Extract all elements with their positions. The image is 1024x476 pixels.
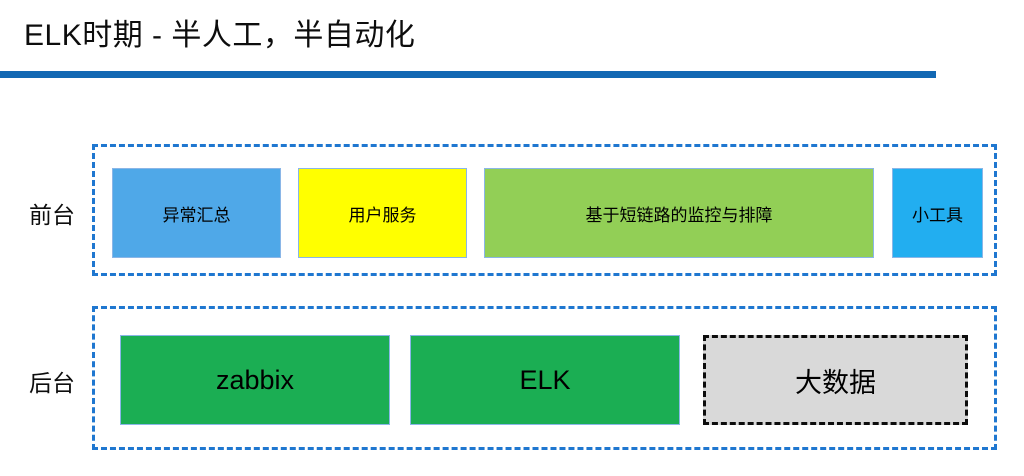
card-elk[interactable]: ELK: [410, 335, 680, 425]
card-zabbix[interactable]: zabbix: [120, 335, 390, 425]
row-label-backstage: 后台: [29, 370, 75, 396]
page-title: ELK时期 - 半人工，半自动化: [24, 19, 416, 52]
card-exception-summary[interactable]: 异常汇总: [112, 168, 281, 258]
card-user-service[interactable]: 用户服务: [298, 168, 467, 258]
row-label-frontstage: 前台: [29, 202, 75, 228]
card-small-tools[interactable]: 小工具: [892, 168, 983, 258]
card-big-data[interactable]: 大数据: [703, 335, 968, 425]
group-container-frontstage: [92, 144, 997, 276]
group-container-backstage: [92, 306, 997, 450]
title-underline-rule: [0, 71, 936, 78]
card-short-link-monitoring[interactable]: 基于短链路的监控与排障: [484, 168, 874, 258]
